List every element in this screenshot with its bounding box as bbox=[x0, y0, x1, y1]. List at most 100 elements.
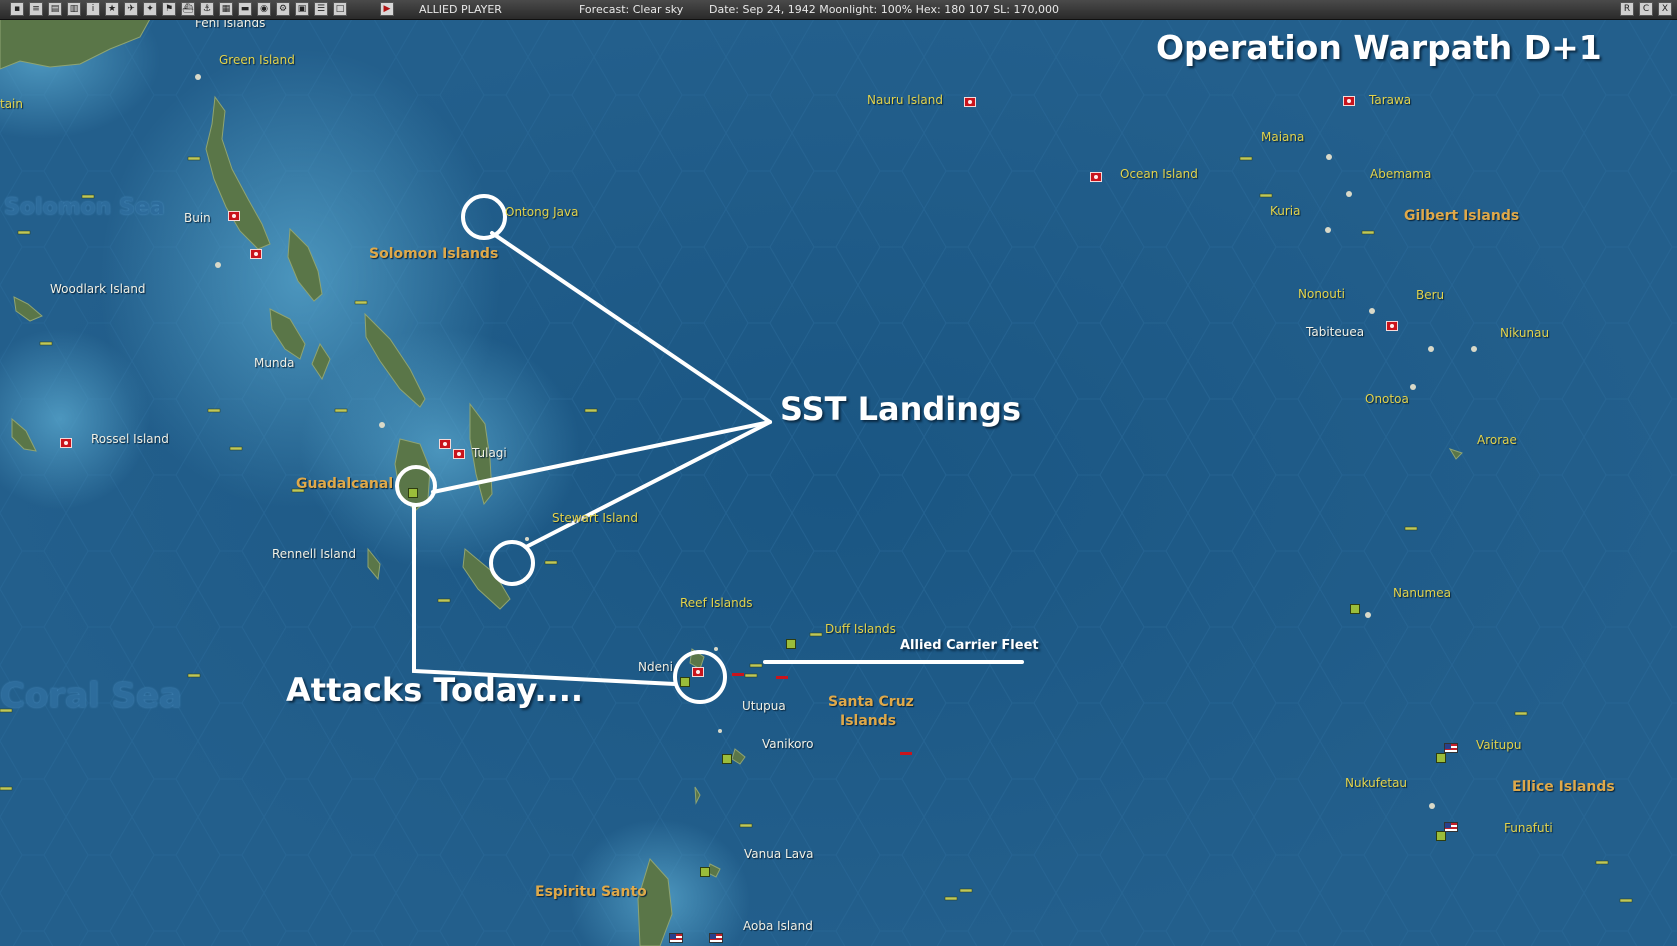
rossel-base-icon[interactable] bbox=[60, 438, 72, 448]
new-georgia-land bbox=[269, 308, 306, 360]
nonouti-label: Nonouti bbox=[1298, 287, 1345, 301]
tain-label: tain bbox=[0, 97, 23, 111]
flag-icon[interactable]: ⚑ bbox=[162, 2, 176, 16]
solomon-islands-label: Solomon Islands bbox=[369, 246, 499, 262]
munda-label: Munda bbox=[254, 356, 295, 370]
shortland-base-icon[interactable] bbox=[250, 249, 262, 259]
info-icon[interactable]: i bbox=[86, 2, 100, 16]
funafuti-flag-icon[interactable] bbox=[1444, 822, 1458, 832]
center-map-button[interactable]: C bbox=[1639, 2, 1653, 16]
solomon-sea-label: Solomon Sea bbox=[4, 195, 165, 220]
nanumea-unit-icon[interactable] bbox=[1350, 604, 1360, 614]
woodlark-land bbox=[13, 296, 43, 322]
choiseul-land bbox=[287, 227, 323, 302]
green-island-label: Green Island bbox=[219, 53, 295, 67]
forecast-label: Forecast: Clear sky bbox=[579, 3, 684, 16]
vaitupu-unit-icon[interactable] bbox=[1436, 753, 1446, 763]
woodlark-label: Woodlark Island bbox=[50, 282, 146, 296]
vanikoro-label: Vanikoro bbox=[762, 737, 814, 751]
guadalcanal-unit-icon[interactable] bbox=[408, 488, 418, 498]
game-map[interactable]: Solomon Sea Coral Sea Feni Islands Green… bbox=[0, 16, 1677, 946]
map-graphics bbox=[0, 19, 1677, 946]
operation-title: Operation Warpath D+1 bbox=[1156, 28, 1602, 67]
guadalcanal-label: Guadalcanal bbox=[296, 476, 394, 492]
aoba-island-label: Aoba Island bbox=[743, 919, 813, 933]
funafuti-unit-icon[interactable] bbox=[1436, 831, 1446, 841]
ndeni-base-icon[interactable] bbox=[692, 667, 704, 677]
nikunau-label: Nikunau bbox=[1500, 326, 1550, 340]
ndeni-unit-icon[interactable] bbox=[680, 677, 690, 687]
rossel-land bbox=[11, 417, 37, 452]
tulagi-base-icon[interactable] bbox=[439, 439, 451, 449]
sst-line-stewart bbox=[524, 420, 772, 549]
nukufetau-label: Nukufetau bbox=[1345, 776, 1408, 790]
globe-icon[interactable]: ◉ bbox=[257, 2, 271, 16]
buin-label: Buin bbox=[184, 211, 211, 225]
ops-icon[interactable]: ▣ bbox=[295, 2, 309, 16]
sst-line-ontong bbox=[490, 231, 772, 424]
ground-units-icon[interactable]: ▦ bbox=[219, 2, 233, 16]
sst-landings-label: SST Landings bbox=[780, 390, 1021, 428]
attack-line bbox=[412, 503, 677, 686]
stewart-island-label: Stewart Island bbox=[552, 511, 639, 525]
vaitupu-label: Vaitupu bbox=[1476, 738, 1522, 752]
nanumea-label: Nanumea bbox=[1393, 586, 1451, 600]
ontong-java-label: Ontong Java bbox=[505, 205, 579, 219]
ship-markers bbox=[0, 156, 1633, 903]
rossel-label: Rossel Island bbox=[91, 432, 169, 446]
nauru-base-icon[interactable] bbox=[964, 97, 976, 107]
tarawa-label: Tarawa bbox=[1369, 93, 1412, 107]
aoba-flag-icon[interactable] bbox=[669, 933, 683, 943]
player-label: ALLIED PLAYER bbox=[419, 3, 502, 16]
small-island-land bbox=[694, 786, 701, 805]
aoba-flag-icon-2[interactable] bbox=[709, 933, 723, 943]
star-icon[interactable]: ★ bbox=[105, 2, 119, 16]
abemama-label: Abemama bbox=[1370, 167, 1432, 181]
bases-list-icon[interactable]: ▤ bbox=[48, 2, 62, 16]
funafuti-label: Funafuti bbox=[1504, 821, 1553, 835]
close-button[interactable]: X bbox=[1658, 2, 1672, 16]
santa-cruz-label: Santa Cruz bbox=[828, 694, 914, 710]
tulagi-base-icon-2[interactable] bbox=[453, 449, 465, 459]
ocean-island-label: Ocean Island bbox=[1120, 167, 1198, 181]
report-icon[interactable]: ≡ bbox=[29, 2, 43, 16]
play-arrow-icon[interactable]: ▶ bbox=[380, 2, 394, 16]
restore-window-button[interactable]: R bbox=[1620, 2, 1634, 16]
vanikoro-unit-icon[interactable] bbox=[722, 754, 732, 764]
atoll-markers bbox=[195, 74, 1477, 809]
espiritu-santo-label: Espiritu Santo bbox=[535, 884, 647, 900]
maiana-label: Maiana bbox=[1261, 130, 1305, 144]
air-units-icon[interactable]: ✦ bbox=[143, 2, 157, 16]
ndeni-circle bbox=[673, 650, 727, 704]
new-ireland-land bbox=[0, 19, 151, 70]
convoy-icon[interactable]: ▬ bbox=[238, 2, 252, 16]
san-cristobal-circle bbox=[489, 540, 535, 586]
window-icon[interactable]: □ bbox=[333, 2, 347, 16]
tabiteuea-label: Tabiteuea bbox=[1306, 325, 1365, 339]
ocean-island-base-icon[interactable] bbox=[1090, 172, 1102, 182]
settings-icon[interactable]: ⚙ bbox=[276, 2, 290, 16]
menu-icon[interactable]: ▪ bbox=[10, 2, 24, 16]
top-toolbar: ▪ ≡ ▤ ▥ i ★ ✈ ✦ ⚑ ⛴ ⚓ ▦ ▬ ◉ ⚙ ▣ ☰ □ ▶ AL… bbox=[0, 0, 1677, 20]
landmasses bbox=[0, 19, 1463, 946]
aircraft-icon[interactable]: ✈ bbox=[124, 2, 138, 16]
task-force-icon[interactable]: ⚓ bbox=[200, 2, 214, 16]
buin-base-icon[interactable] bbox=[228, 211, 240, 221]
vaitupu-flag-icon[interactable] bbox=[1444, 743, 1458, 753]
tabiteuea-base-icon[interactable] bbox=[1386, 321, 1398, 331]
vanua-lava-unit-icon[interactable] bbox=[700, 867, 710, 877]
annotation-lines bbox=[395, 194, 1024, 704]
duff-unit-icon[interactable] bbox=[786, 639, 796, 649]
ships-icon[interactable]: ⛴ bbox=[181, 2, 195, 16]
arorae-label: Arorae bbox=[1477, 433, 1517, 447]
ships-list-icon[interactable]: ▥ bbox=[67, 2, 81, 16]
list-icon[interactable]: ☰ bbox=[314, 2, 328, 16]
utupua-label: Utupua bbox=[742, 699, 786, 713]
tarawa-base-icon[interactable] bbox=[1343, 96, 1355, 106]
status-label: Date: Sep 24, 1942 Moonlight: 100% Hex: … bbox=[709, 3, 1059, 16]
enemy-ship-markers bbox=[732, 673, 912, 755]
espiritu-santo-land bbox=[637, 858, 673, 946]
sst-line-guadalcanal bbox=[431, 420, 772, 494]
kuria-label: Kuria bbox=[1270, 204, 1301, 218]
attacks-today-label: Attacks Today.... bbox=[286, 671, 584, 709]
